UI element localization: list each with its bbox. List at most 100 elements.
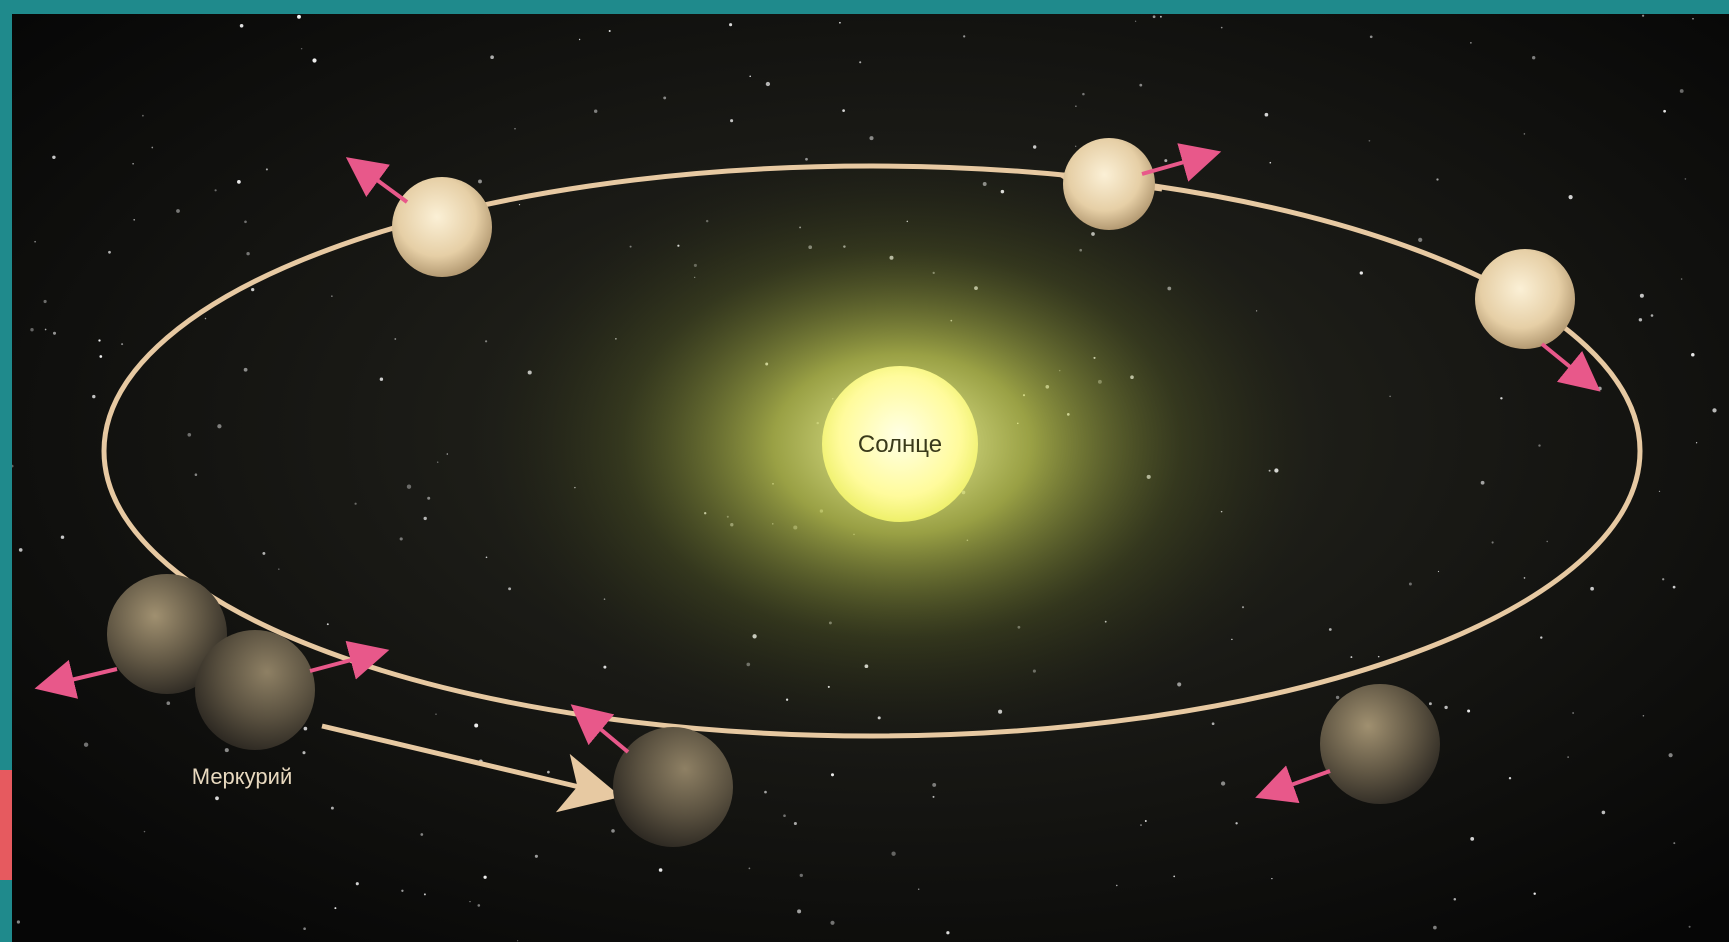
star <box>932 783 936 787</box>
star <box>800 874 803 877</box>
star <box>1659 491 1660 492</box>
star <box>609 30 611 32</box>
star <box>355 503 357 505</box>
star <box>215 796 219 800</box>
star <box>1271 878 1272 879</box>
star <box>1642 15 1644 17</box>
star <box>729 23 732 26</box>
star <box>1524 577 1526 579</box>
star <box>84 743 88 747</box>
star <box>1429 702 1432 705</box>
star <box>1467 709 1470 712</box>
star <box>1145 820 1147 822</box>
star <box>30 328 33 331</box>
star <box>891 852 895 856</box>
star <box>262 552 265 555</box>
star <box>195 473 198 476</box>
star <box>244 368 248 372</box>
star <box>244 220 247 223</box>
star <box>1540 636 1542 638</box>
star <box>1470 42 1471 43</box>
star <box>1689 926 1691 928</box>
star <box>217 424 221 428</box>
star <box>1572 712 1574 714</box>
star <box>1075 106 1076 107</box>
star <box>517 940 518 941</box>
star <box>420 833 423 836</box>
star <box>297 15 301 19</box>
star <box>859 61 861 63</box>
star <box>1681 278 1683 280</box>
star <box>52 156 55 159</box>
star <box>266 168 268 170</box>
frame-top-border <box>0 0 1729 14</box>
star <box>187 433 191 437</box>
star <box>302 751 305 754</box>
star <box>435 713 437 715</box>
star <box>486 556 488 558</box>
star <box>547 771 550 774</box>
star <box>176 209 180 213</box>
star <box>663 96 666 99</box>
star <box>331 295 332 296</box>
star <box>34 241 36 243</box>
star <box>483 876 486 879</box>
star <box>142 115 144 117</box>
star <box>237 180 241 184</box>
star <box>240 24 244 28</box>
star <box>1691 353 1695 357</box>
star <box>108 251 111 254</box>
star <box>1567 756 1568 757</box>
star <box>839 22 841 24</box>
star <box>327 623 329 625</box>
orbit-diagram: Солнце <box>12 14 1729 942</box>
star <box>407 485 411 489</box>
star <box>1673 842 1675 844</box>
star <box>933 796 935 798</box>
star <box>356 882 359 885</box>
star <box>1532 56 1535 59</box>
star <box>1602 811 1606 815</box>
star <box>427 497 430 500</box>
star <box>44 300 47 303</box>
star <box>1139 84 1142 87</box>
star <box>918 888 919 889</box>
star <box>730 119 733 122</box>
star <box>1685 178 1687 180</box>
frame-left-accent <box>0 770 12 880</box>
star <box>1569 195 1573 199</box>
star <box>1350 656 1352 658</box>
star <box>485 340 487 342</box>
star <box>301 48 302 49</box>
star <box>1075 146 1076 147</box>
star <box>400 537 403 540</box>
sun-label: Солнце <box>858 431 942 458</box>
star <box>1173 876 1175 878</box>
star <box>797 909 801 913</box>
star <box>1662 578 1664 580</box>
star <box>1153 15 1156 18</box>
star <box>594 110 597 113</box>
star <box>205 318 207 320</box>
star <box>151 147 153 149</box>
star <box>1212 722 1215 725</box>
star <box>447 453 449 455</box>
star <box>19 548 23 552</box>
star <box>1231 639 1232 640</box>
star <box>92 395 95 398</box>
star <box>749 868 751 870</box>
star <box>1696 442 1697 443</box>
star <box>401 890 403 892</box>
star <box>394 338 396 340</box>
star <box>1509 777 1511 779</box>
star <box>478 179 482 183</box>
star <box>251 288 254 291</box>
star <box>1712 408 1716 412</box>
star <box>1329 628 1332 631</box>
star <box>1590 587 1594 591</box>
star <box>1265 113 1269 117</box>
star <box>1370 35 1373 38</box>
star <box>1221 27 1223 29</box>
star <box>1533 892 1535 894</box>
